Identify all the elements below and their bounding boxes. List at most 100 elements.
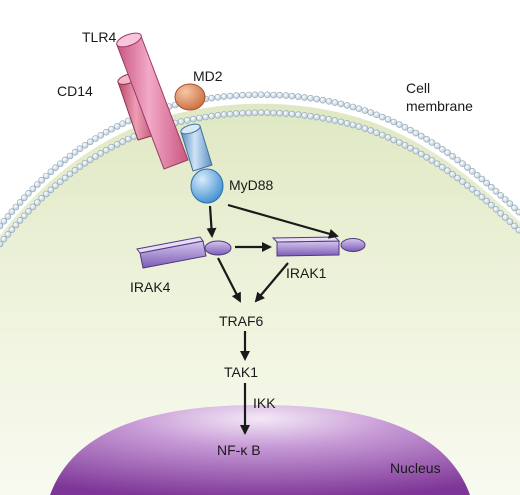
lipid-head <box>428 157 436 164</box>
lipid-head <box>12 221 20 229</box>
lipid-head <box>208 94 215 102</box>
lipid-head <box>355 123 363 130</box>
lipid-head <box>478 193 486 201</box>
lipid-head <box>61 156 69 164</box>
lipid-head <box>428 139 436 146</box>
lipid-head <box>506 218 514 225</box>
signaling-arrows <box>206 203 339 435</box>
lipid-head <box>56 178 64 186</box>
lipid-head <box>488 201 495 209</box>
lipid-head <box>407 126 414 134</box>
label-tlr4: TLR4 <box>82 29 116 45</box>
lipid-head <box>492 188 500 195</box>
lipid-head <box>497 192 505 199</box>
lipid-head <box>444 149 451 156</box>
lipid-head <box>367 109 375 116</box>
lipid-head <box>66 170 74 178</box>
lipid-head <box>401 142 409 149</box>
lipid-head <box>20 212 28 220</box>
lipid-head <box>226 92 234 100</box>
label-myd88: MyD88 <box>229 177 274 193</box>
lipid-head <box>396 121 403 128</box>
lipid-head <box>102 128 110 136</box>
lipid-head <box>483 197 491 205</box>
lipid-head <box>349 121 357 129</box>
lipid-head <box>412 129 420 137</box>
lipid-head <box>33 181 41 188</box>
irak4-kinase <box>136 236 232 269</box>
lipid-head <box>390 118 398 126</box>
lipid-head <box>29 203 37 211</box>
lipid-head <box>325 98 333 105</box>
label-nucleus: Nucleus <box>390 460 441 476</box>
lipid-head <box>478 175 486 183</box>
md2-protein <box>174 83 206 111</box>
label-ikk: IKK <box>253 395 276 411</box>
lipid-head <box>47 168 55 176</box>
lipid-head <box>355 105 363 112</box>
lipid-head <box>313 95 321 103</box>
lipid-head <box>214 94 222 101</box>
lipid-head <box>257 91 265 98</box>
lipid-head <box>239 109 246 117</box>
lipid-head <box>390 136 398 144</box>
lipid-head <box>42 190 50 198</box>
arrow-irak1-to-traf6 <box>254 262 289 303</box>
lipid-head <box>343 120 351 127</box>
label-cell-membrane-line2: membrane <box>406 98 473 114</box>
label-nfkb: NF-κ B <box>217 442 261 458</box>
lipid-head <box>42 172 50 180</box>
lipid-head <box>20 194 28 202</box>
lipid-head <box>483 179 491 187</box>
lipid-head <box>245 109 253 117</box>
lipid-head <box>492 206 500 213</box>
lipid-head <box>0 222 4 230</box>
lipid-head <box>33 199 41 206</box>
lipid-head <box>379 113 386 121</box>
lipid-head <box>401 124 409 131</box>
lipid-head <box>220 111 228 118</box>
lipid-head <box>319 114 327 122</box>
lipid-head <box>8 226 16 233</box>
lipid-head <box>282 92 290 99</box>
tlr4-receptor <box>116 32 189 170</box>
lipid-head <box>454 156 461 164</box>
lipid-head <box>245 91 253 99</box>
lipid-head <box>488 183 495 191</box>
lipid-head <box>459 160 466 167</box>
lipid-head <box>313 113 321 121</box>
lipid-head <box>454 174 461 182</box>
lipid-head <box>343 102 351 109</box>
lipid-head <box>511 204 518 212</box>
lipid-head <box>184 117 191 124</box>
lipid-head <box>423 136 431 143</box>
lipid-head <box>52 164 59 171</box>
lipid-head <box>66 152 74 160</box>
lipid-head <box>264 91 271 99</box>
lipid-head <box>501 214 509 221</box>
lipid-head <box>379 131 386 139</box>
nucleus <box>50 405 470 495</box>
lipid-head <box>233 110 240 117</box>
lipid-head <box>459 178 466 185</box>
lipid-head <box>464 182 471 189</box>
lipid-head <box>38 176 46 184</box>
lipid-head <box>92 153 99 160</box>
lipid-head <box>276 91 284 99</box>
lipid-head <box>449 153 456 160</box>
lipid-head <box>102 146 110 154</box>
arrow-irak4-to-traf6 <box>217 257 241 303</box>
lipid-head <box>97 150 105 157</box>
lipid-head <box>0 217 8 225</box>
lipid-head <box>407 144 414 152</box>
lipid-head <box>239 91 246 99</box>
lipid-head <box>177 118 185 125</box>
lipid-head <box>444 167 451 174</box>
lipid-head <box>47 186 55 194</box>
label-irak1: IRAK1 <box>286 265 327 281</box>
lipid-head <box>468 168 476 175</box>
lipid-head <box>396 139 403 146</box>
lipid-head <box>251 91 259 99</box>
